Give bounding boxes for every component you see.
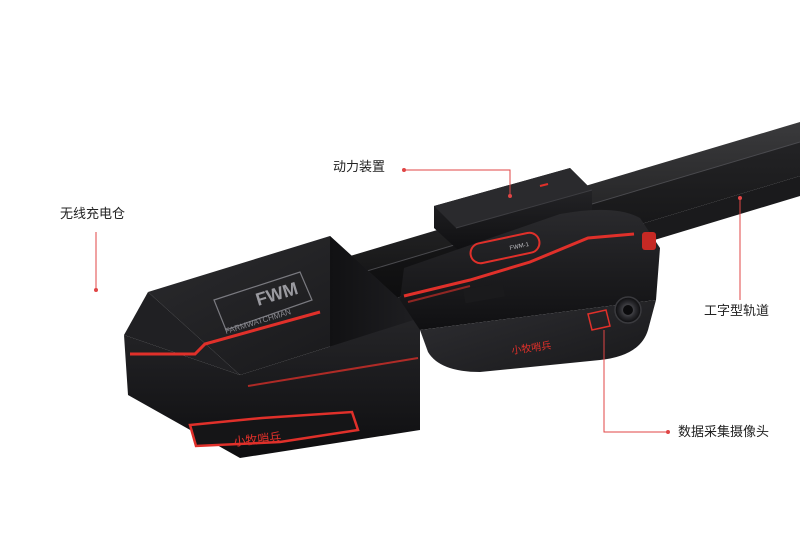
camera-label: 数据采集摄像头 [678, 425, 770, 440]
charging-bay-chinese-brand: 小牧哨兵 [233, 429, 282, 449]
robot-body [400, 209, 660, 372]
robot-badge-pill [469, 231, 541, 265]
power-unit-label: 动力装置 [333, 160, 386, 175]
robot-red-band [403, 232, 635, 298]
robot-unit-badge: FWM-1 [509, 242, 530, 252]
camera-lens [614, 296, 642, 324]
leader-line-power-unit [404, 169, 511, 196]
charging-bay-red-stripe [130, 310, 321, 356]
charging-bay [124, 236, 420, 458]
power-unit-red-dash [539, 183, 549, 187]
charging-bay-label: 无线充电仓 [60, 207, 126, 222]
charging-bay-badge-frame [188, 410, 360, 448]
power-unit [434, 168, 593, 250]
i-rail-label: 工字型轨道 [704, 304, 770, 319]
leader-line-camera [603, 330, 668, 433]
charging-bay-logo-plate [213, 271, 313, 331]
leader-lines [94, 168, 742, 434]
